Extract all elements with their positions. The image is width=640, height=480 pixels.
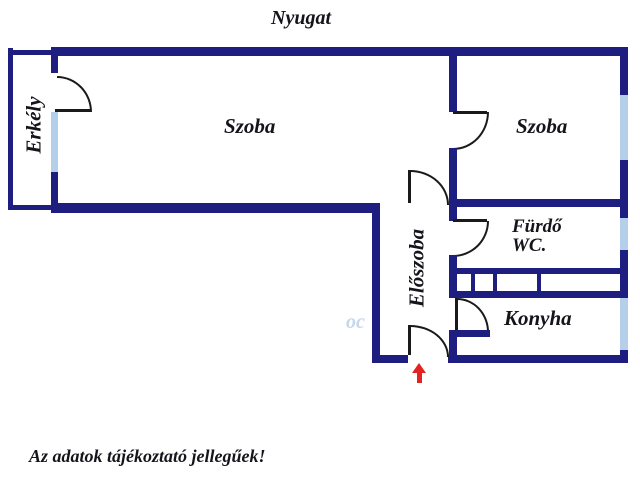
wall-hall-right-a	[449, 148, 457, 221]
door-leaf-szoba-large	[408, 170, 411, 203]
room-label-szoba-large: Szoba	[224, 114, 276, 138]
window-furdo	[620, 218, 628, 250]
door-leaf-entrance	[408, 325, 411, 355]
cabinet-divider-2	[493, 274, 497, 291]
room-label-furdo: Fürdő WC.	[512, 217, 562, 255]
wall-balcony-top	[8, 50, 55, 55]
wall-balcony-partition-lower	[51, 172, 58, 213]
wall-furdo-top	[449, 199, 628, 207]
wall-right-upper	[620, 48, 628, 95]
wall-szoba-large-bottom	[51, 203, 380, 213]
entrance-arrow-icon	[412, 363, 426, 373]
door-arc-balcony	[57, 76, 92, 112]
room-label-furdo-line2: WC.	[512, 235, 547, 256]
wall-hall-right-b	[449, 255, 457, 298]
room-label-furdo-line1: Fürdő	[512, 216, 562, 237]
wall-balcony-bottom	[8, 205, 55, 210]
entrance-arrow-stem	[417, 372, 422, 383]
room-label-eloszoba: Előszoba	[404, 228, 429, 308]
wall-balcony-partition-upper	[51, 48, 58, 73]
wall-room-divider	[449, 56, 457, 112]
wall-balcony-left	[8, 48, 13, 210]
orientation-label: Nyugat	[271, 7, 331, 29]
door-arc-entrance	[410, 325, 449, 357]
window-szoba-small	[620, 95, 628, 160]
wall-bottom-left	[372, 355, 408, 363]
door-arc-furdo	[453, 221, 489, 257]
wall-hall-right-c	[449, 330, 457, 363]
wall-top	[51, 47, 628, 56]
wall-hall-left	[372, 203, 380, 363]
door-arc-szoba-large	[410, 170, 449, 205]
door-arc-konyha	[457, 298, 489, 332]
wall-konyha-stub	[449, 330, 490, 337]
wall-right-mid1	[620, 160, 628, 218]
cabinet-band-top	[449, 268, 628, 274]
door-arc-szoba-small	[453, 112, 489, 150]
window-balcony-door-side	[51, 112, 58, 173]
room-label-erkely: Erkély	[21, 96, 46, 154]
watermark-fragment: oc	[346, 311, 365, 333]
cabinet-band-bottom	[449, 291, 628, 298]
cabinet-divider-1	[471, 274, 475, 291]
disclaimer-text: Az adatok tájékoztató jellegűek!	[29, 446, 266, 466]
cabinet-divider-3	[537, 274, 541, 291]
room-label-konyha: Konyha	[504, 306, 572, 330]
room-label-szoba-small: Szoba	[516, 114, 568, 138]
door-leaf-furdo	[453, 219, 487, 222]
wall-bottom-right	[448, 355, 628, 363]
window-konyha	[620, 297, 628, 350]
